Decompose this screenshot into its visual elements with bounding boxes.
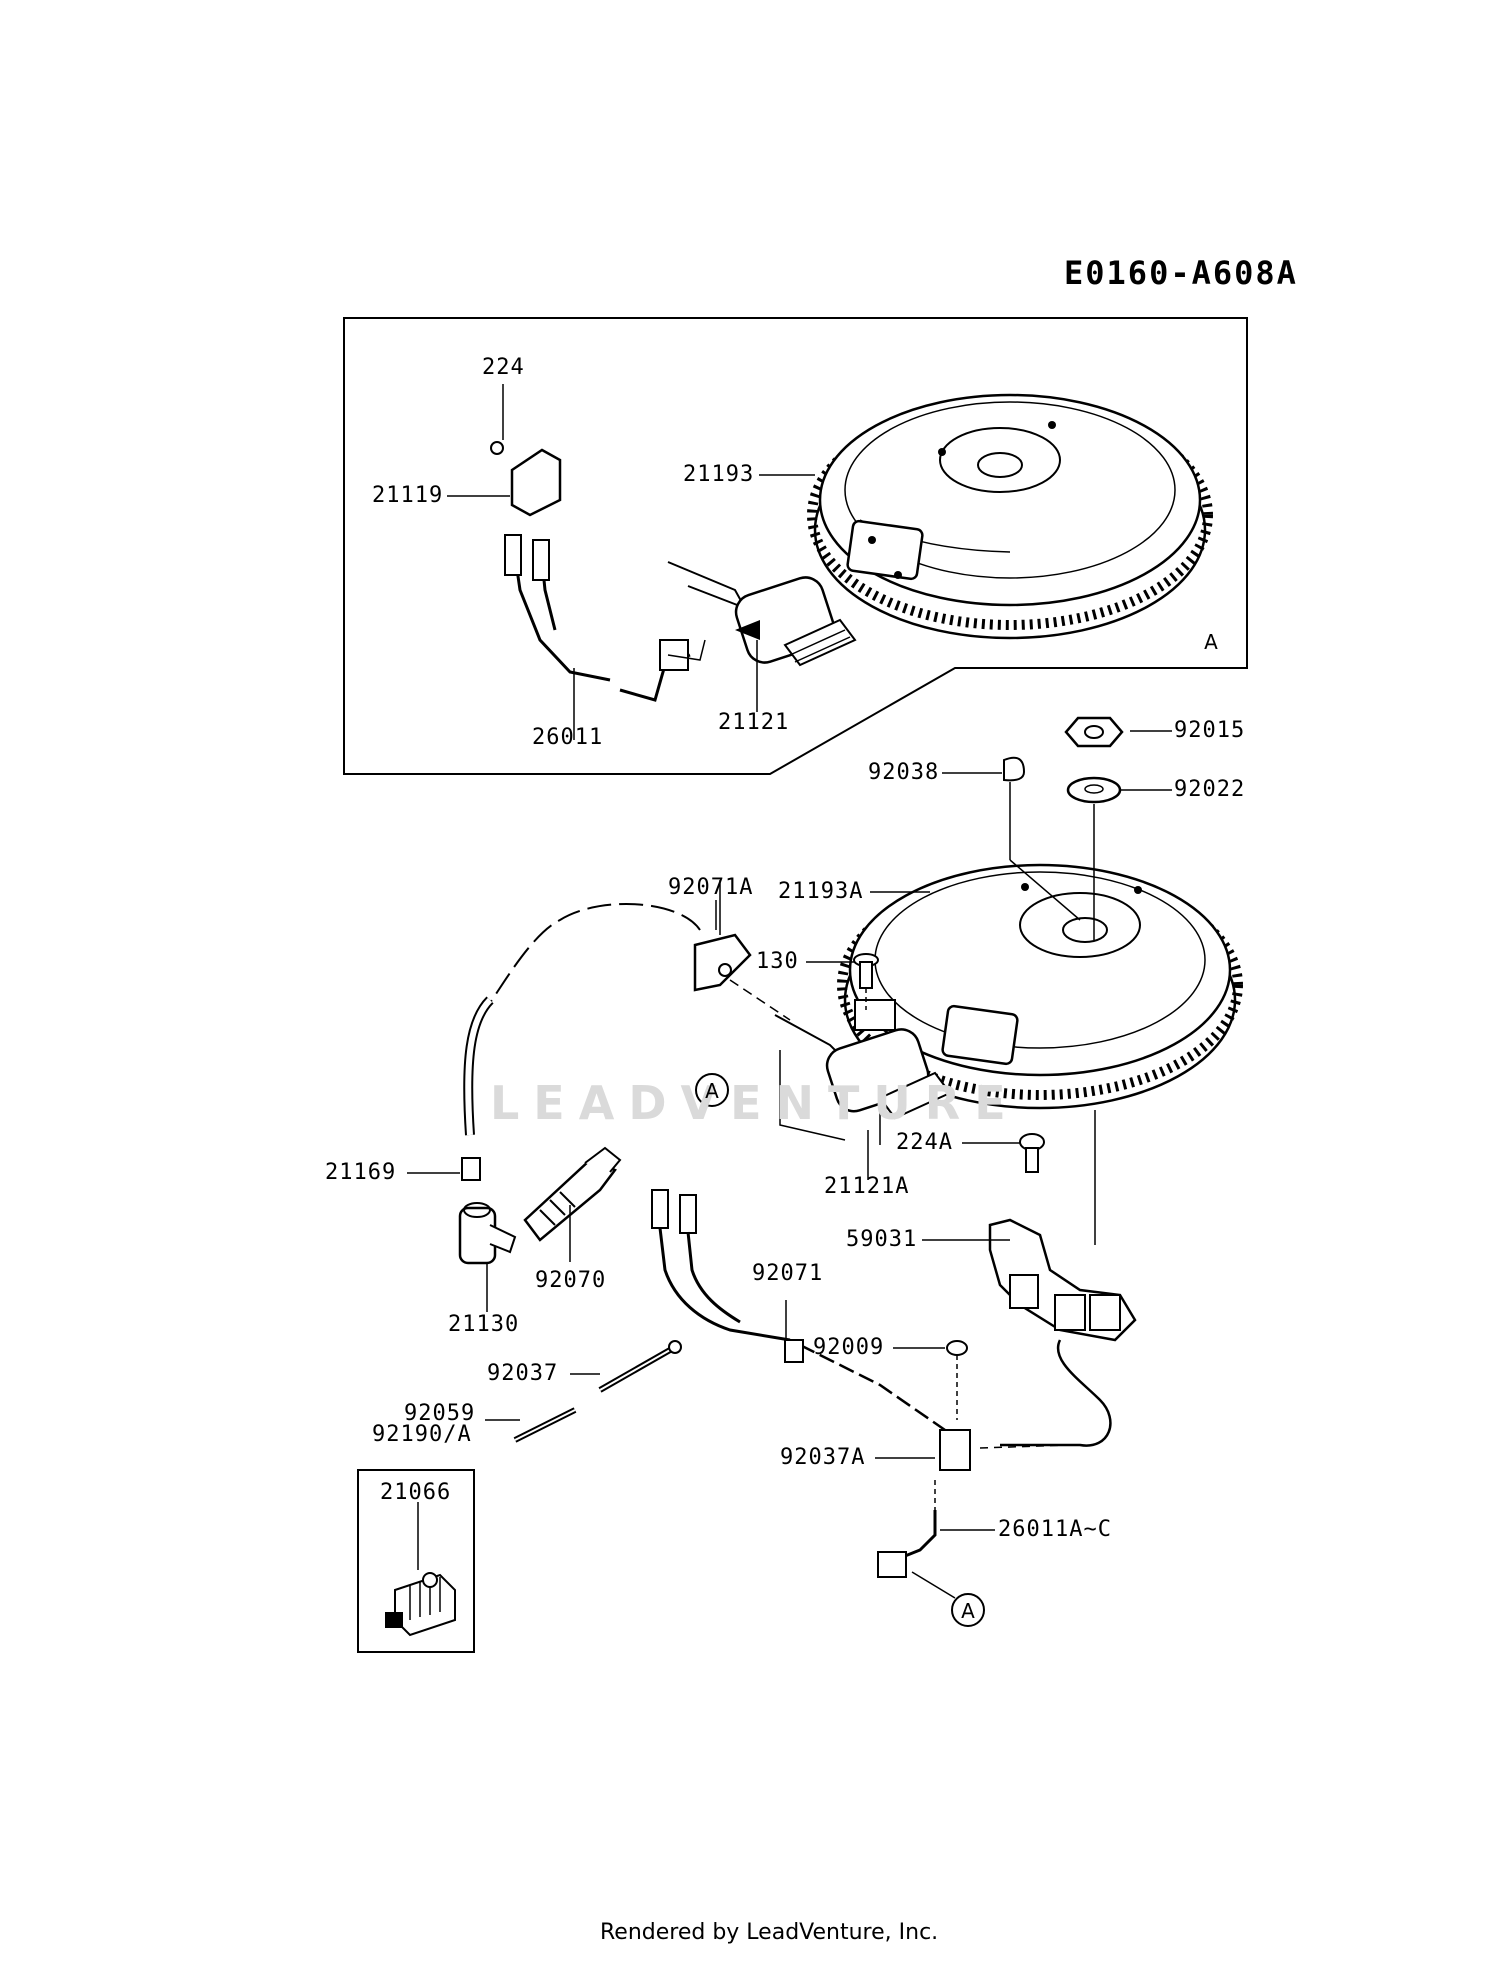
charge-coil [988, 1110, 1137, 1447]
ignition-coil-lower [774, 999, 952, 1145]
flywheel-upper [807, 393, 1213, 640]
part-label-92009[interactable]: 92009 [813, 1335, 885, 1360]
leader-lines [407, 384, 1172, 1570]
spark-plug [523, 1146, 622, 1242]
regulator-frame [357, 1469, 475, 1653]
plug-lead [461, 903, 701, 1181]
ref-marker-a-1[interactable]: A [705, 1079, 719, 1103]
regulator [385, 1572, 456, 1637]
part-label-92038[interactable]: 92038 [868, 760, 940, 785]
part-label-92071A[interactable]: 92071A [668, 875, 754, 900]
ignition-coil-upper [667, 561, 857, 667]
part-label-21119[interactable]: 21119 [372, 483, 444, 508]
part-label-92071[interactable]: 92071 [752, 1261, 824, 1286]
footer-credit: Rendered by LeadVenture, Inc. [600, 1920, 939, 1945]
part-label-26011A-C[interactable]: 26011A~C [998, 1517, 1112, 1542]
part-label-59031[interactable]: 59031 [846, 1227, 918, 1252]
ref-marker-circle-1 [695, 1073, 729, 1107]
diagram-id: E0160-A608A [1064, 254, 1298, 292]
part-label-92059[interactable]: 92059 [404, 1401, 476, 1426]
part-label-21066[interactable]: 21066 [380, 1480, 452, 1505]
ref-marker-circle-2 [951, 1593, 985, 1627]
part-label-130[interactable]: 130 [756, 949, 799, 974]
wire-harness-lower [651, 1189, 1071, 1578]
bolt-130 [853, 953, 879, 1010]
part-label-92015[interactable]: 92015 [1174, 718, 1246, 743]
part-label-21121A[interactable]: 21121A [824, 1174, 910, 1199]
part-label-92022[interactable]: 92022 [1174, 777, 1246, 802]
bracket-92071A [693, 880, 791, 1021]
part-label-92037[interactable]: 92037 [487, 1361, 559, 1386]
flywheel-hardware [1003, 716, 1124, 940]
inset-frame [343, 317, 1248, 775]
part-label-21169[interactable]: 21169 [325, 1160, 397, 1185]
part-label-92037A[interactable]: 92037A [780, 1445, 866, 1470]
part-label-21193A[interactable]: 21193A [778, 879, 864, 904]
part-label-92190A[interactable]: 92190/A [372, 1422, 472, 1447]
flywheel-lower [837, 863, 1243, 1110]
part-label-224[interactable]: 224 [482, 355, 525, 380]
part-label-224A[interactable]: 224A [896, 1130, 953, 1155]
pins [513, 1340, 682, 1443]
part-label-21121[interactable]: 21121 [718, 710, 790, 735]
part-label-26011[interactable]: 26011 [532, 725, 604, 750]
part-label-92070[interactable]: 92070 [535, 1268, 607, 1293]
ref-marker-a-2[interactable]: A [961, 1599, 975, 1623]
part-label-21193[interactable]: 21193 [683, 462, 755, 487]
wire-harness-upper [490, 441, 706, 702]
part-label-21130[interactable]: 21130 [448, 1312, 520, 1337]
inset-letter: A [1204, 630, 1218, 654]
plug-cap [458, 1202, 517, 1265]
watermark: LEADVENTURE [490, 1076, 1020, 1130]
